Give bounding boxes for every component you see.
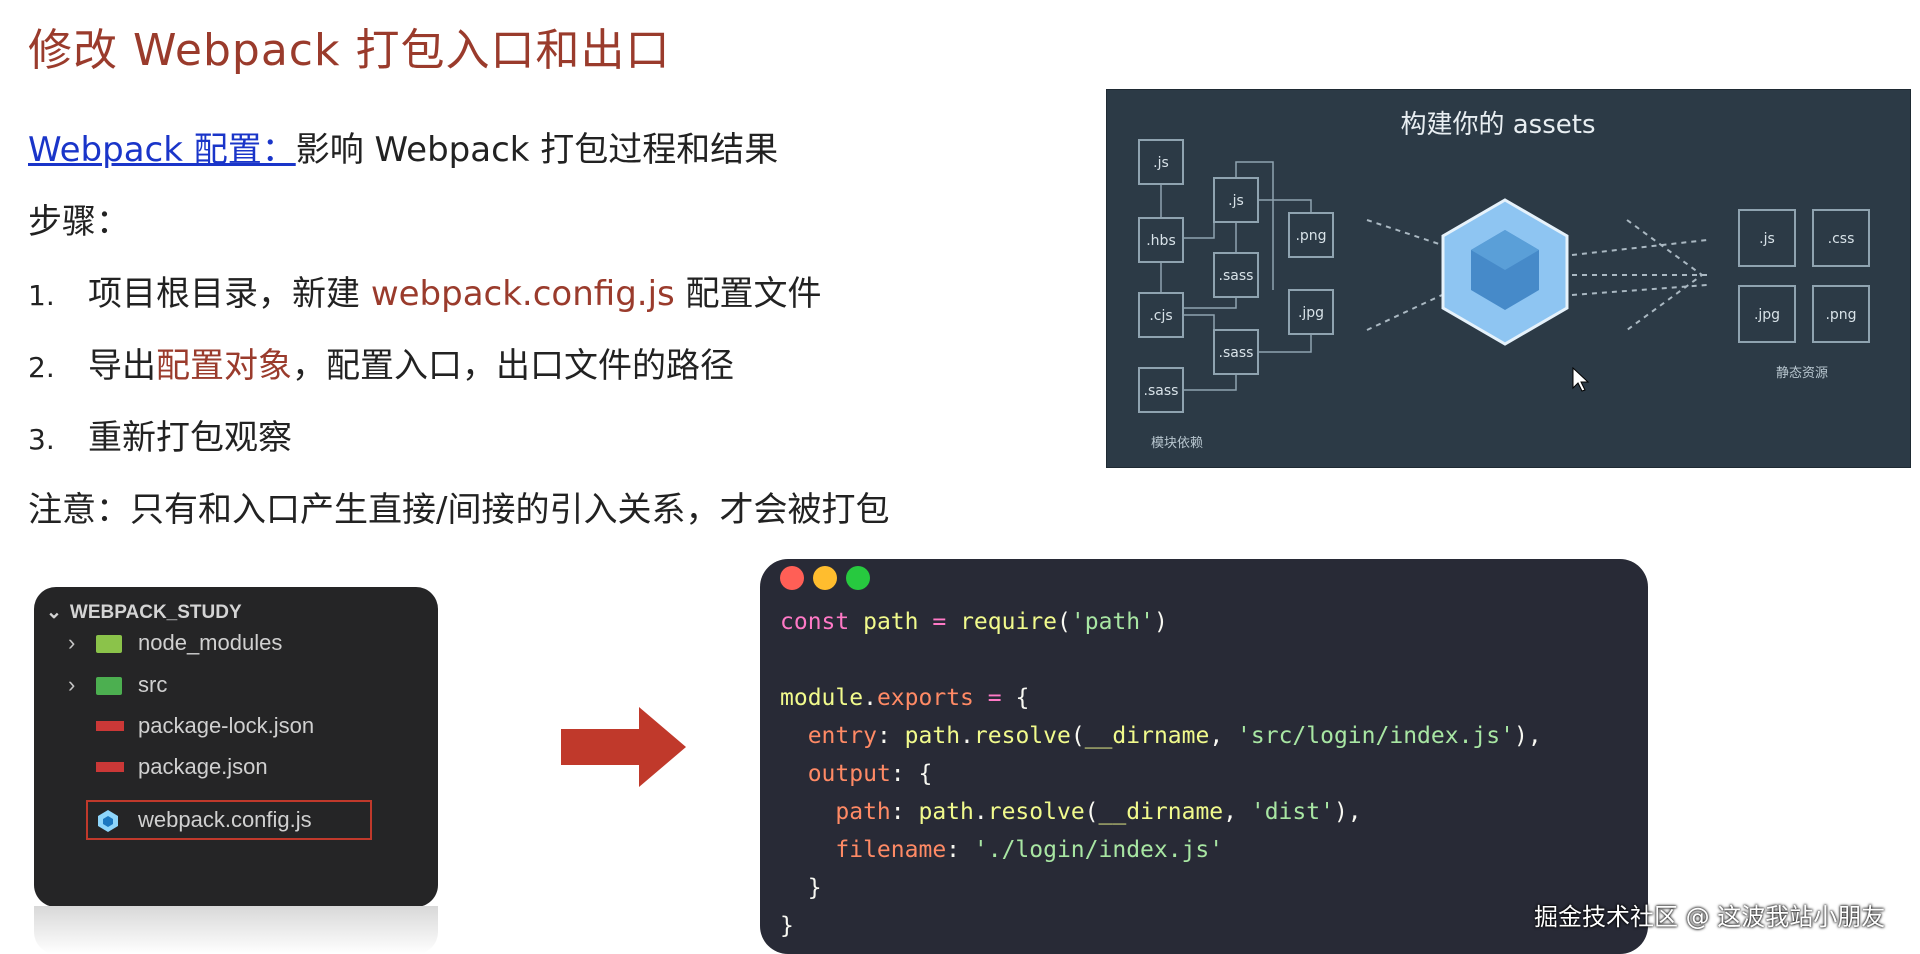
- code-line: output: {: [807, 761, 933, 787]
- maximize-dot-icon: [846, 566, 870, 590]
- step-text: 项目根目录，新建: [88, 274, 371, 314]
- asset-label: .png: [1825, 307, 1856, 323]
- module-label: .hbs: [1146, 233, 1176, 249]
- code-block: const path = require('path') module.expo…: [760, 559, 1648, 954]
- folder-node-icon: [96, 632, 126, 654]
- step-3: 3. 重新打包观察: [28, 410, 292, 459]
- step-text: 导出: [88, 346, 156, 386]
- module-label: .sass: [1219, 345, 1254, 361]
- tree-item-webpack-config[interactable]: webpack.config.js: [96, 802, 312, 838]
- step-accent: 配置对象: [156, 346, 292, 386]
- file-explorer: ⌄ WEBPACK_STUDY › node_modules › src pack…: [34, 587, 438, 907]
- watermark: 掘金技术社区 @ 这波我站小朋友: [1534, 903, 1886, 931]
- tree-item-node-modules[interactable]: › node_modules: [68, 625, 282, 661]
- webpack-cube-icon: [1441, 198, 1569, 346]
- module-label: .cjs: [1149, 308, 1172, 324]
- module-label: .js: [1153, 155, 1169, 171]
- intro-text: 影响 Webpack 打包过程和结果: [295, 130, 779, 170]
- steps-label: 步骤：: [28, 202, 130, 242]
- code-line: entry: path.resolve(__dirname, 'src/logi…: [807, 723, 1542, 749]
- page-title: 修改 Webpack 打包入口和出口: [28, 25, 671, 76]
- code-line: [780, 641, 1542, 679]
- npm-icon: [96, 756, 126, 778]
- step-text: 重新打包观察: [88, 418, 292, 458]
- tree-item-label: package-lock.json: [138, 713, 315, 738]
- explorer-title: WEBPACK_STUDY: [69, 602, 242, 623]
- code-line: }: [780, 913, 794, 939]
- close-dot-icon: [780, 566, 804, 590]
- code-line: module.exports = {: [780, 685, 1030, 711]
- asset-label: .css: [1828, 231, 1855, 247]
- step-text-end: ，配置入口，出口文件的路径: [292, 346, 734, 386]
- chevron-right-icon: ›: [68, 672, 76, 697]
- selected-highlight: [86, 800, 372, 840]
- webpack-icon: [96, 809, 126, 832]
- tree-item-label: webpack.config.js: [138, 807, 312, 832]
- chevron-down-icon: ⌄: [46, 602, 62, 623]
- asset-label: .jpg: [1754, 307, 1780, 323]
- explorer-reflection: [34, 906, 438, 954]
- module-label: .sass: [1219, 268, 1254, 284]
- step-number: 1.: [28, 279, 55, 312]
- wp-right-caption: 静态资源: [1776, 366, 1828, 381]
- tree-item-package-lock[interactable]: package-lock.json: [96, 708, 314, 744]
- step-1: 1. 项目根目录，新建 webpack.config.js 配置文件: [28, 266, 822, 315]
- code-lines: const path = require('path') module.expo…: [780, 603, 1542, 945]
- step-2: 2. 导出配置对象，配置入口，出口文件的路径: [28, 338, 734, 387]
- tree-item-package-json[interactable]: package.json: [96, 749, 268, 785]
- npm-icon: [96, 715, 126, 737]
- step-number: 3.: [28, 423, 55, 456]
- module-label: .png: [1295, 228, 1326, 244]
- code-line: filename: './login/index.js': [835, 837, 1224, 863]
- window-controls: [780, 566, 879, 594]
- tree-item-src[interactable]: › src: [68, 667, 167, 703]
- webpack-illustration: 构建你的 assets .js .js .png: [1106, 89, 1911, 468]
- explorer-header[interactable]: ⌄ WEBPACK_STUDY: [46, 601, 242, 624]
- step-accent: webpack.config.js: [370, 274, 675, 314]
- tree-item-label: node_modules: [138, 630, 283, 655]
- tree-item-label: src: [138, 672, 168, 697]
- code-line: const path = require('path'): [780, 609, 1168, 635]
- code-line: }: [780, 875, 822, 901]
- chevron-right-icon: ›: [68, 630, 76, 655]
- step-text-end: 配置文件: [674, 274, 822, 314]
- minimize-dot-icon: [813, 566, 837, 590]
- module-label: .jpg: [1298, 305, 1324, 321]
- wp-left-caption: 模块依赖: [1151, 436, 1203, 451]
- asset-label: .js: [1759, 231, 1775, 247]
- intro-line: Webpack 配置：影响 Webpack 打包过程和结果: [28, 122, 778, 171]
- module-label: .js: [1228, 193, 1244, 209]
- step-number: 2.: [28, 351, 55, 384]
- code-line: path: path.resolve(__dirname, 'dist'),: [835, 799, 1362, 825]
- wp-heading: 构建你的 assets: [1400, 110, 1595, 140]
- folder-src-icon: [96, 674, 126, 696]
- right-arrow-icon: [561, 707, 686, 787]
- module-label: .sass: [1144, 383, 1179, 399]
- tree-item-label: package.json: [138, 754, 268, 779]
- webpack-config-link[interactable]: Webpack 配置：: [28, 130, 296, 170]
- note-text: 注意：只有和入口产生直接/间接的引入关系，才会被打包: [28, 490, 890, 530]
- mouse-cursor-icon: [1572, 366, 1590, 392]
